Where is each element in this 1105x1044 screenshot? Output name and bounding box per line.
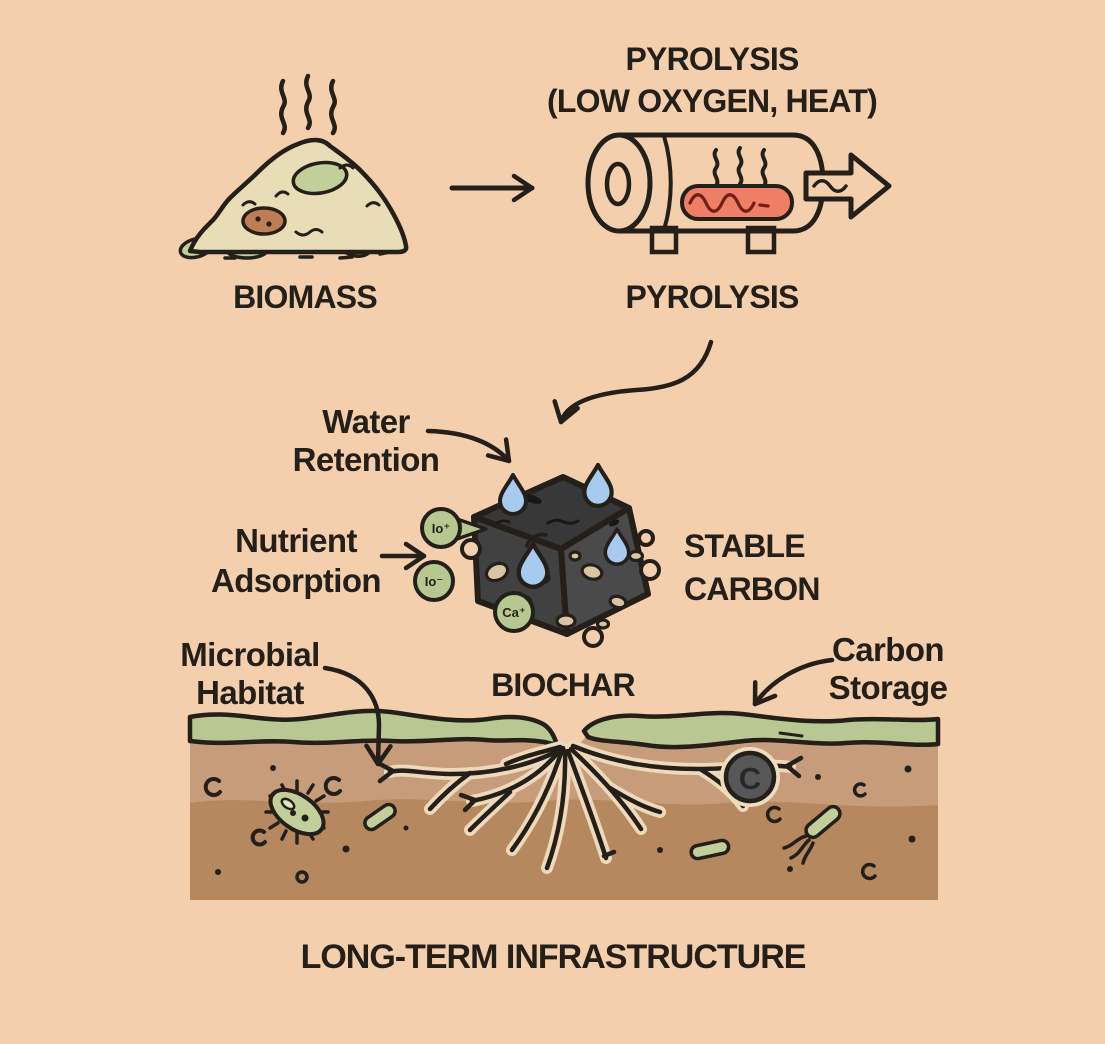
carbon-storage-arrow — [752, 657, 835, 707]
microbe-icons-right — [657, 765, 916, 881]
heating-element — [680, 184, 794, 221]
water-retention-arrow — [425, 428, 512, 464]
carbon-storage-label-line2: Storage — [829, 669, 948, 706]
biochar-label: BIOCHAR — [491, 667, 635, 703]
water-retention-label-line2: Retention — [293, 441, 440, 478]
grass-layer-left — [187, 708, 560, 748]
carbon-storage-label-line1: Carbon — [832, 631, 944, 668]
flow-arrow-pyrolysis-to-biochar — [552, 339, 714, 425]
microbial-habitat-arrow — [322, 665, 393, 767]
stable-carbon-label-line2: CARBON — [684, 571, 820, 607]
pyrolysis-label: PYROLYSIS — [625, 279, 798, 315]
ion-badge-label: Io⁺ — [432, 521, 450, 536]
carbon-badge-letter: C — [739, 761, 761, 796]
water-retention-label-line1: Water — [322, 403, 410, 440]
pyrolysis-machine — [585, 132, 892, 255]
stable-carbon-label-line1: STABLE — [684, 528, 805, 564]
pyrolysis-heading-line1: PYROLYSIS — [625, 41, 798, 77]
nutrient-adsorption-label-line1: Nutrient — [235, 522, 357, 559]
grass-layer-right — [581, 710, 941, 750]
biochar-cube: Io⁺ Io⁻ Ca⁺ — [413, 462, 661, 648]
microbial-habitat-label-line1: Microbial — [180, 636, 319, 673]
soil-cross-section: C — [187, 708, 941, 900]
biomass-pile — [178, 137, 409, 260]
exhaust-arrow-icon — [803, 152, 892, 220]
microbe-icons-left — [203, 765, 409, 884]
footer-label: LONG-TERM INFRASTRUCTURE — [301, 938, 806, 976]
biomass-label: BIOMASS — [233, 279, 377, 315]
ion-badge-label: Io⁻ — [425, 574, 443, 589]
nutrient-adsorption-label-line2: Adsorption — [211, 562, 381, 599]
biomass-steam-icon — [279, 73, 337, 136]
microbial-habitat-label-line2: Habitat — [196, 674, 304, 711]
nutrient-ion-badges: Io⁺ Io⁻ Ca⁺ — [413, 507, 535, 633]
heat-waves-icon — [712, 146, 768, 188]
root-system — [375, 743, 804, 871]
water-droplet-icons — [498, 462, 631, 589]
carbon-storage-badge: C — [720, 747, 780, 807]
ion-badge-label: Ca⁺ — [502, 605, 525, 620]
pyrolysis-heading-line2: (LOW OXYGEN, HEAT) — [547, 83, 877, 119]
